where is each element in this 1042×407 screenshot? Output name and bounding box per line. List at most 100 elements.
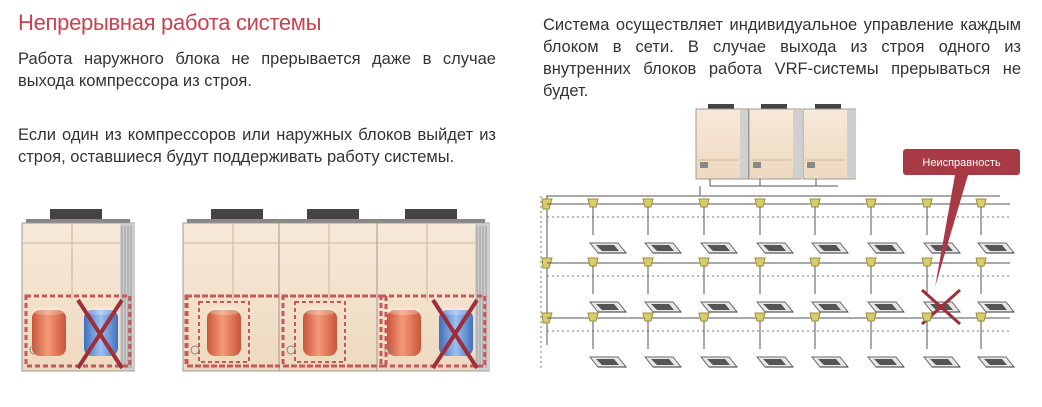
top-cap	[283, 219, 387, 224]
cassette-grille	[596, 359, 619, 365]
branch-joint	[587, 198, 599, 208]
indoor-unit	[976, 301, 1016, 313]
fan-top	[50, 209, 102, 221]
compressor-working	[303, 310, 337, 356]
indoor-unit	[643, 242, 683, 254]
left-paragraph-1: Работа наружного блока не прерывается да…	[18, 50, 496, 90]
cassette-grille	[874, 304, 897, 310]
branch-joint	[809, 312, 821, 322]
branch-joint	[587, 257, 599, 267]
top-cap	[26, 219, 130, 224]
compressor-working	[207, 310, 241, 356]
indoor-unit	[755, 242, 795, 254]
branch-joint	[921, 257, 933, 267]
cassette-grille	[596, 304, 619, 310]
cassette-grille	[596, 245, 619, 251]
left-title: Непрерывная работа системы	[18, 10, 322, 35]
outdoor-units-right	[695, 104, 856, 180]
branch-joint	[921, 198, 933, 208]
cassette-grille	[984, 245, 1007, 251]
cassette-grille	[984, 359, 1007, 365]
cassette-grille	[651, 359, 674, 365]
right-paragraph: Система осуществляет индивидуальное упра…	[543, 16, 1021, 100]
branch-joint	[587, 312, 599, 322]
compressor-working	[32, 310, 66, 356]
fault-label: Неисправность	[922, 157, 1000, 169]
indoor-unit	[699, 242, 739, 254]
branch-joint	[754, 257, 766, 267]
fault-label-box	[903, 149, 1020, 175]
cassette-grille	[651, 304, 674, 310]
cassette-grille	[874, 359, 897, 365]
cassette-grille	[818, 359, 841, 365]
cassette-grille	[818, 245, 841, 251]
cassette-grille	[763, 245, 786, 251]
indoor-unit	[755, 301, 795, 313]
side-grille	[847, 110, 855, 178]
cassette-grille	[874, 245, 897, 251]
left-paragraph-2: Если один из компрессоров или наружных б…	[18, 126, 496, 166]
fail-cross	[76, 298, 124, 370]
cassette-grille	[818, 304, 841, 310]
outdoor-unit-small	[802, 104, 856, 180]
cassette-grille	[984, 304, 1007, 310]
main-pipe	[709, 179, 838, 187]
top-cap	[187, 219, 291, 224]
branch-joint	[809, 198, 821, 208]
fan-top	[211, 209, 263, 221]
cassette-grille	[651, 245, 674, 251]
indoor-unit	[866, 301, 906, 313]
outdoor-unit	[21, 209, 135, 372]
outdoor-unit	[376, 209, 490, 372]
outdoor-unit	[182, 209, 296, 372]
cassette-grille	[707, 245, 730, 251]
compressor-working	[387, 310, 421, 356]
branch-joint	[975, 198, 987, 208]
branch-joint	[975, 257, 987, 267]
indoor-unit	[588, 301, 628, 313]
branch-joint	[865, 257, 877, 267]
branch-joint	[698, 198, 710, 208]
outdoor-unit-small	[748, 104, 802, 180]
outdoor-unit-small	[695, 104, 749, 180]
indoor-unit	[810, 242, 850, 254]
cassette-grille	[763, 359, 786, 365]
indoor-network	[540, 179, 1016, 370]
indoor-unit	[810, 356, 850, 368]
fan-top	[708, 104, 734, 110]
branch-joint	[698, 257, 710, 267]
indoor-unit	[866, 242, 906, 254]
branch-joint	[754, 312, 766, 322]
indoor-unit	[755, 356, 795, 368]
branch-joint	[921, 312, 933, 322]
outdoor-unit	[278, 209, 392, 372]
cassette-grille	[930, 359, 953, 365]
indoor-unit	[976, 242, 1016, 254]
fan-top	[405, 209, 457, 221]
branch-joint	[698, 312, 710, 322]
fan-top	[761, 104, 787, 110]
cassette-grille	[930, 245, 953, 251]
indoor-unit	[699, 301, 739, 313]
branch-joint	[642, 257, 654, 267]
branch-joint	[865, 312, 877, 322]
top-cap	[381, 219, 485, 224]
indoor-unit	[922, 356, 962, 368]
fault-callout: Неисправность	[903, 149, 1020, 287]
cassette-grille	[707, 304, 730, 310]
fan-top	[307, 209, 359, 221]
fail-cross	[431, 298, 479, 370]
indoor-unit	[588, 356, 628, 368]
branch-joint	[865, 198, 877, 208]
branch-joint	[642, 312, 654, 322]
branch-joint	[975, 312, 987, 322]
branch-joint	[642, 198, 654, 208]
indoor-unit	[588, 242, 628, 254]
branch-joint	[809, 257, 821, 267]
indoor-unit	[699, 356, 739, 368]
outdoor-units-left	[21, 209, 490, 372]
indoor-unit	[810, 301, 850, 313]
indoor-unit	[976, 356, 1016, 368]
indoor-unit	[643, 301, 683, 313]
